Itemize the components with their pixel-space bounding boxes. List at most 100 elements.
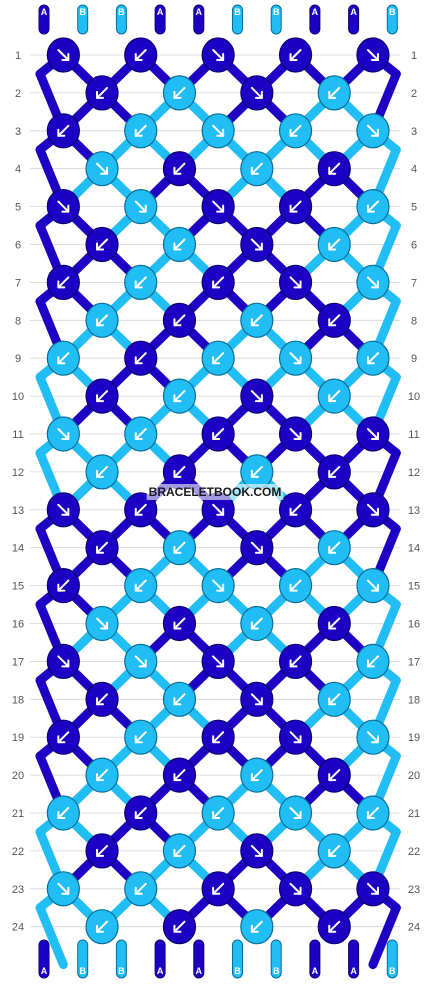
row-number-right: 11 bbox=[408, 429, 419, 441]
knot bbox=[278, 37, 313, 73]
knot bbox=[85, 909, 119, 945]
arrow-shaft bbox=[212, 124, 225, 137]
arrow-down-right-icon bbox=[61, 204, 70, 213]
strand-end bbox=[348, 939, 360, 979]
row-number-right: 21 bbox=[408, 808, 420, 820]
arrow-shaft bbox=[328, 693, 341, 706]
arrow-down-right-icon bbox=[370, 507, 379, 516]
arrow-down-right-icon bbox=[254, 545, 263, 554]
arrow-shaft bbox=[96, 693, 109, 706]
strand-end bbox=[386, 4, 398, 35]
row-number-left: 24 bbox=[12, 922, 24, 934]
knot bbox=[278, 719, 313, 755]
top-strand-label: A bbox=[350, 7, 357, 17]
knot bbox=[240, 226, 274, 263]
knot bbox=[46, 871, 80, 907]
arrow-down-left-icon bbox=[328, 621, 337, 630]
arrow-down-right-icon bbox=[293, 886, 302, 895]
arrow-shaft bbox=[134, 882, 147, 895]
arrow-down-right-icon bbox=[100, 621, 109, 630]
arrow-down-left-icon bbox=[366, 659, 375, 668]
knot bbox=[278, 492, 313, 528]
knot bbox=[278, 567, 313, 604]
arrow-shaft bbox=[328, 465, 341, 478]
knot bbox=[85, 226, 119, 263]
arrow-down-left-icon bbox=[57, 128, 66, 137]
arrow-down-left-icon bbox=[173, 545, 182, 554]
arrow-shaft bbox=[328, 541, 341, 554]
arrow-shaft bbox=[250, 390, 263, 403]
knot bbox=[85, 75, 119, 111]
top-strand-label: B bbox=[118, 7, 125, 17]
knot bbox=[162, 378, 197, 414]
arrow-shaft bbox=[96, 162, 109, 175]
knot bbox=[124, 643, 158, 680]
knot bbox=[317, 378, 351, 414]
arrow-down-left-icon bbox=[173, 166, 182, 175]
knot bbox=[240, 909, 274, 945]
arrow-shaft bbox=[366, 655, 379, 668]
strand-end bbox=[115, 939, 127, 979]
knot bbox=[201, 416, 235, 452]
arrow-shaft bbox=[366, 352, 379, 365]
arrow-down-right-icon bbox=[216, 659, 225, 668]
knot-layer bbox=[46, 37, 390, 945]
arrow-shaft bbox=[366, 200, 379, 213]
knot bbox=[356, 340, 390, 376]
knot bbox=[124, 264, 158, 300]
arrow-shaft bbox=[289, 49, 302, 61]
arrow-down-left-icon bbox=[212, 280, 221, 289]
arrow-down-left-icon bbox=[173, 318, 182, 327]
arrow-down-left-icon bbox=[96, 545, 105, 554]
knot bbox=[317, 75, 351, 111]
arrow-shaft bbox=[212, 352, 225, 365]
knot bbox=[85, 681, 119, 717]
knot bbox=[46, 719, 80, 755]
row-number-right: 9 bbox=[411, 353, 417, 365]
arrow-shaft bbox=[134, 200, 147, 213]
knot bbox=[356, 37, 390, 73]
knot bbox=[278, 264, 313, 300]
arrow-shaft bbox=[134, 503, 147, 516]
knot bbox=[278, 871, 313, 907]
arrow-down-right-icon bbox=[100, 166, 109, 175]
strand-end bbox=[386, 939, 398, 979]
arrow-shaft bbox=[328, 617, 341, 630]
strand-end bbox=[77, 4, 89, 35]
arrow-down-left-icon bbox=[173, 848, 182, 857]
knot bbox=[240, 302, 274, 338]
arrow-shaft bbox=[173, 920, 186, 933]
strand-end bbox=[270, 4, 282, 35]
strand-end bbox=[348, 4, 360, 35]
arrow-shaft bbox=[173, 314, 186, 327]
arrow-down-left-icon bbox=[134, 735, 143, 744]
knot bbox=[317, 530, 351, 566]
knot bbox=[356, 643, 390, 680]
arrow-down-right-icon bbox=[370, 53, 379, 61]
arrow-shaft bbox=[173, 465, 186, 478]
knot bbox=[201, 113, 235, 149]
arrow-down-right-icon bbox=[254, 242, 263, 251]
knot bbox=[317, 151, 351, 187]
row-number-right: 3 bbox=[411, 126, 417, 138]
arrow-shaft bbox=[328, 314, 341, 327]
bottom-strand-label: B bbox=[118, 966, 125, 976]
arrow-down-left-icon bbox=[96, 773, 105, 782]
row-number-left: 15 bbox=[12, 581, 24, 593]
knot bbox=[162, 75, 197, 111]
knot bbox=[201, 37, 235, 73]
arrow-down-right-icon bbox=[216, 583, 225, 592]
arrow-shaft bbox=[366, 579, 379, 592]
arrow-down-right-icon bbox=[370, 583, 379, 592]
arrow-down-left-icon bbox=[96, 924, 105, 933]
arrow-down-left-icon bbox=[212, 735, 221, 744]
arrow-shaft bbox=[366, 882, 379, 895]
arrow-shaft bbox=[328, 162, 341, 175]
knot bbox=[356, 795, 390, 831]
knot bbox=[124, 871, 158, 907]
arrow-shaft bbox=[289, 200, 302, 213]
knot bbox=[85, 151, 119, 187]
arrow-down-left-icon bbox=[134, 432, 143, 440]
arrow-shaft bbox=[212, 882, 225, 895]
